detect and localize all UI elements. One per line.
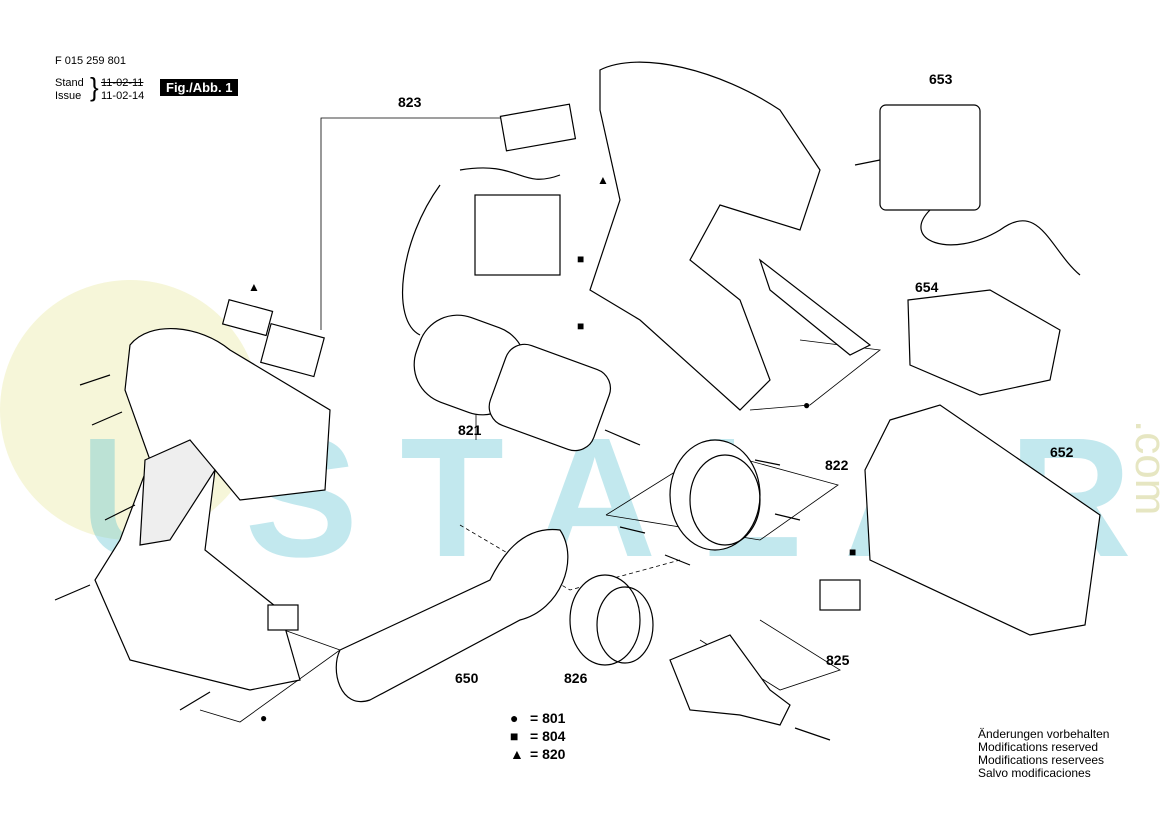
legend-row: ■ = 804 bbox=[510, 727, 565, 745]
note-es: Salvo modificaciones bbox=[978, 766, 1091, 780]
circle-icon: ● bbox=[510, 710, 519, 726]
triangle-icon: ▲ bbox=[510, 746, 524, 762]
figure-badge: Fig./Abb. 1 bbox=[160, 79, 239, 96]
document-number: F 015 259 801 bbox=[55, 55, 126, 67]
part-label-654: 654 bbox=[915, 279, 939, 295]
part-label-825: 825 bbox=[826, 652, 850, 668]
part-label-652: 652 bbox=[1050, 444, 1074, 460]
part-label-821: 821 bbox=[458, 422, 482, 438]
new-date: 11-02-14 bbox=[101, 90, 145, 102]
issue-label: Issue bbox=[55, 90, 82, 102]
legend-value: = 801 bbox=[530, 710, 566, 726]
motor-gearbox bbox=[413, 314, 641, 452]
handle-part bbox=[335, 528, 569, 703]
modification-notes: Änderungen vorbehalten Modifications res… bbox=[978, 728, 1109, 780]
part-label-653: 653 bbox=[929, 71, 953, 87]
circle-marker-icon: ● bbox=[803, 398, 811, 412]
note-fr: Modifications reservees bbox=[978, 753, 1105, 767]
legend-value: = 804 bbox=[530, 728, 566, 744]
right-housing-half bbox=[589, 61, 821, 411]
circle-marker-icon: ● bbox=[260, 711, 268, 725]
part-label-826: 826 bbox=[564, 670, 588, 686]
note-de: Änderungen vorbehalten bbox=[978, 727, 1110, 741]
square-marker-icon: ■ bbox=[849, 545, 857, 559]
symbol-legend: ● = 801 ■ = 804 ▲ = 820 bbox=[510, 709, 565, 763]
note-en: Modifications reserved bbox=[978, 740, 1099, 754]
legend-value: = 820 bbox=[530, 746, 566, 762]
triangle-marker-icon: ▲ bbox=[248, 280, 260, 294]
square-marker-icon: ■ bbox=[577, 252, 585, 266]
watermark-com: .com bbox=[1126, 420, 1169, 516]
triangle-marker-icon: ▲ bbox=[597, 173, 609, 187]
part-label-823: 823 bbox=[398, 94, 422, 110]
part-label-822: 822 bbox=[825, 457, 849, 473]
legend-row: ▲ = 820 bbox=[510, 745, 565, 763]
screws bbox=[54, 374, 831, 741]
battery-part bbox=[864, 404, 1101, 636]
brace: } bbox=[90, 72, 99, 102]
legend-row: ● = 801 bbox=[510, 709, 565, 727]
part-label-650: 650 bbox=[455, 670, 479, 686]
stand-label: Stand bbox=[55, 77, 84, 89]
charger-part bbox=[879, 104, 981, 211]
square-marker-icon: ■ bbox=[577, 319, 585, 333]
square-icon: ■ bbox=[510, 728, 519, 744]
switch-part bbox=[474, 194, 561, 276]
old-date: 11-02-11 bbox=[101, 77, 144, 89]
left-housing-half bbox=[94, 328, 331, 691]
